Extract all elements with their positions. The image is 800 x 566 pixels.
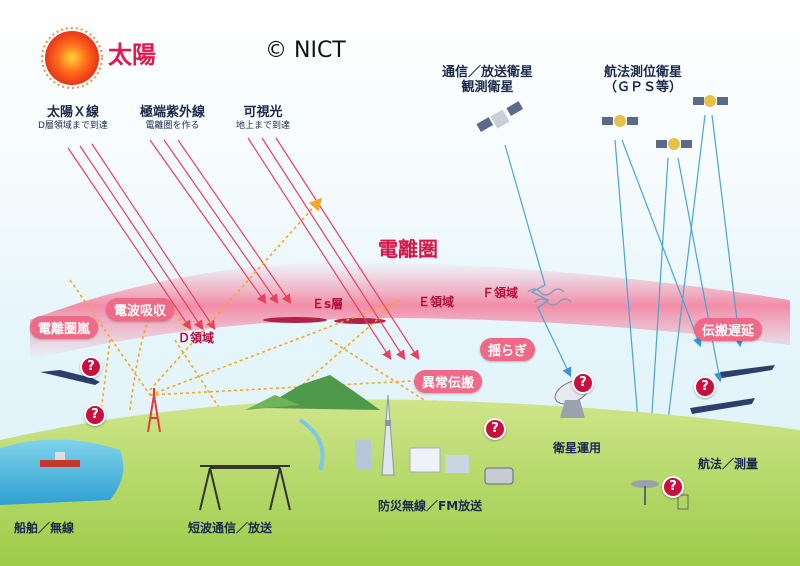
anomalous-propagation-pill: 異常伝搬: [414, 370, 483, 393]
question-marker: ?: [572, 372, 594, 394]
ship-icon: [40, 452, 80, 467]
question-marker: ?: [80, 356, 102, 378]
gps-satellite-label: 航法測位衛星 （ＧＰＳ等）: [604, 65, 683, 96]
ray-title: 太陽Ｘ線: [46, 105, 99, 120]
es-layer-label: Ｅs層: [312, 297, 344, 311]
shortwave-label: 短波通信／放送: [188, 521, 273, 535]
shortwave-antenna-icon: [199, 465, 291, 511]
ground-landscape: [0, 375, 800, 566]
disaster-fm-label: 防災無線／FM放送: [378, 499, 483, 513]
comm-satellite-line2: 観測衛星: [461, 79, 514, 95]
ray-sub: D層領域まで到達: [38, 120, 108, 131]
tokyo-tower-icon: [147, 388, 161, 433]
ray-label-euv: 極端紫外線 電離圏を作る: [140, 105, 206, 131]
ray-label-xray: 太陽Ｘ線 D層領域まで到達: [38, 105, 108, 131]
ship-radio-label: 船舶／無線: [14, 521, 75, 535]
gps-receiver-icon: [631, 480, 689, 510]
question-marker: ?: [662, 476, 684, 498]
ionospheric-storm-pill: 電離圏嵐: [30, 316, 99, 339]
skytree-icon: [381, 394, 395, 476]
satellite-links: [504, 114, 744, 448]
f-region-label: Ｆ領域: [482, 286, 519, 300]
ray-title: 可視光: [243, 105, 283, 120]
sun-label: 太陽: [108, 41, 156, 69]
ray-title: 極端紫外線: [140, 105, 206, 120]
copyright-text: © NICT: [265, 38, 346, 63]
ray-sub: 電離圏を作る: [145, 120, 200, 131]
comm-satellite-line1: 通信／放送衛星: [442, 65, 534, 80]
question-marker: ?: [694, 376, 716, 398]
ray-label-visible: 可視光 地上まで到達: [236, 105, 291, 131]
question-marker: ?: [484, 418, 506, 440]
comm-satellite-icon: [476, 101, 524, 132]
question-marker: ?: [84, 404, 106, 426]
radio-absorption-pill: 電波吸収: [106, 298, 175, 321]
airplane-icons: [40, 365, 775, 414]
e-region-label: Ｅ領域: [418, 295, 455, 309]
d-region-label: Ｄ領域: [178, 331, 215, 345]
navigation-survey-label: 航法／測量: [698, 457, 759, 471]
comm-satellite-label: 通信／放送衛星 観測衛星: [442, 65, 534, 96]
scintillation-pill: 揺らぎ: [480, 338, 536, 361]
city-buildings-icon: [355, 440, 514, 485]
gps-satellite-line1: 航法測位衛星: [604, 65, 683, 80]
solar-ray-arrows: [67, 137, 420, 361]
ray-sub: 地上まで到達: [236, 120, 291, 131]
sun-icon: [41, 27, 103, 89]
gps-satellite-line2: （ＧＰＳ等）: [604, 79, 683, 95]
scintillation-wave: [527, 288, 572, 306]
ionosphere-title: 電離圏: [378, 237, 438, 261]
gps-satellite-icon: [602, 95, 728, 150]
satellite-ops-label: 衛星運用: [553, 441, 602, 455]
propagation-delay-pill: 伝搬遅延: [694, 318, 763, 341]
